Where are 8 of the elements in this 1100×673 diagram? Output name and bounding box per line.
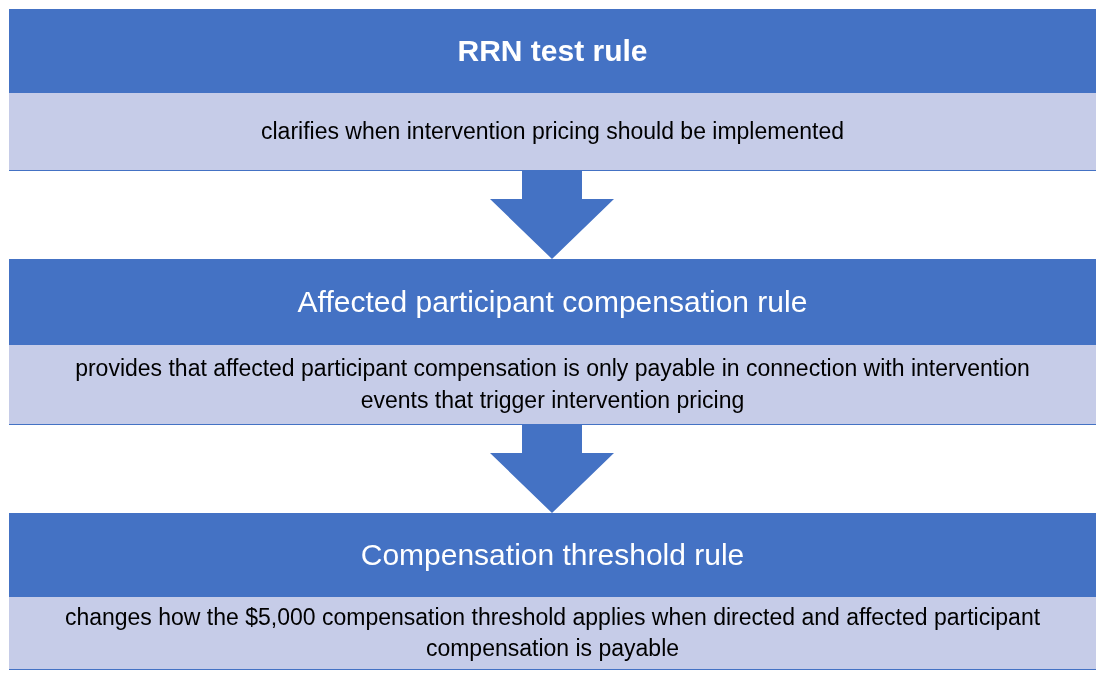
- description-band: provides that affected participant compensation is only payable in connection with intervention events that trigger intervention pricing: [9, 345, 1096, 425]
- heading-band: Compensation threshold rule: [9, 513, 1096, 597]
- description-band: clarifies when intervention pricing should be implemented: [9, 93, 1096, 171]
- description-band: changes how the $5,000 compensation threshold applies when directed and affected participant compensation is payable: [9, 597, 1096, 670]
- heading-band: Affected participant compensation rule: [9, 259, 1096, 345]
- block-arrow: [490, 425, 614, 513]
- block-arrow: [490, 171, 614, 259]
- heading-band: RRN test rule: [9, 9, 1096, 93]
